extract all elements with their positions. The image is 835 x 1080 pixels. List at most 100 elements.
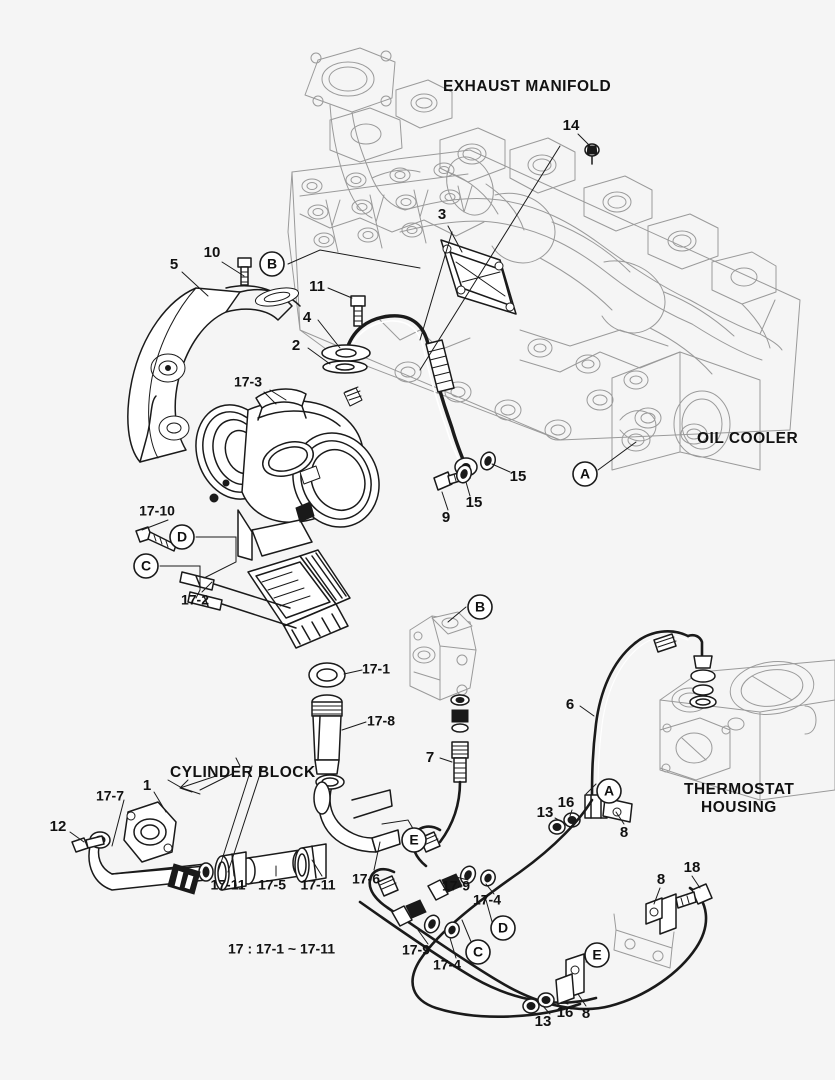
mark-e-bracket-marker: E [584,942,610,968]
part-label-17-10: 17-10 [139,503,175,519]
mark-a-clamp-letter: A [604,783,614,799]
part-label-13: 13 [535,1013,552,1030]
thermostat-housing [659,659,835,801]
part-label-17-11: 17-11 [210,877,245,893]
mark-e-bracket-circle [584,942,610,968]
mark-b-bracket-letter: B [475,599,485,615]
part-label-8: 8 [657,871,665,888]
mark-c-upper-letter: C [141,558,151,574]
part-label-9: 9 [442,509,450,526]
part-17-10-bolt [135,526,177,552]
part-label-17-3: 17-3 [234,374,262,390]
bracket-part-b [409,611,477,701]
part-2-washer [322,360,368,374]
connector-plug [167,863,201,895]
part-label-12: 12 [50,818,67,835]
mark-b-top-letter: B [267,256,277,272]
mark-c-upper-circle [133,553,159,579]
section-title-thermostat-housing-line1: THERMOSTAT [684,781,794,798]
mark-e-pipe-letter: E [409,832,418,848]
part-17-1-oring [308,662,346,688]
part-label-17-9: 17-9 [402,942,430,958]
part-label-17-1: 17-1 [362,661,390,677]
mark-c-line-circle [465,939,491,965]
part-17-9-unions [391,865,496,939]
mark-b-bracket-marker: B [467,594,493,620]
section-title-oil-cooler: OIL COOLER [697,430,798,447]
part-label-8: 8 [582,1005,590,1022]
part-1-flange [123,801,177,863]
bracket-part-8-lower [522,953,585,1014]
section-titles: EXHAUST MANIFOLD OIL COOLER CYLINDER BLOCK… [170,78,798,816]
part-label-3: 3 [438,206,446,223]
part-label-1: 1 [143,777,151,794]
mark-d-upper-marker: D [169,524,195,550]
mark-a-cooler-circle [572,461,598,487]
part-label-14: 14 [563,117,580,134]
part-label-15: 15 [510,468,527,485]
mark-b-top-circle [259,251,285,277]
part-label-17-9: 17-9 [442,878,470,894]
bracket-part-8-upper [613,893,677,969]
footnote-text: 17 : 17-1 ~ 17-11 [228,941,335,957]
part-label-13: 13 [537,804,554,821]
part-label-10: 10 [204,244,221,261]
part-18-bolt [675,883,713,909]
part-label-16: 16 [558,794,575,811]
part-7-fitting [438,694,470,844]
part-label-17-4: 17-4 [473,892,501,908]
part-label-17-5: 17-5 [258,877,286,893]
mark-d-line-letter: D [498,920,508,936]
cylinder-head [287,149,801,445]
part-label-18: 18 [684,859,701,876]
part-label-5: 5 [170,256,178,273]
part-label-17-4: 17-4 [433,957,461,973]
part-number-labels: 5 10 11 42 3 14 17-3 15 15 9 17-10 17-2 17-1 17-8 7 6 1 1… [50,117,701,1030]
turbocharger [195,386,380,649]
part-17-8-cartridge [311,694,343,775]
oil-cooler-housing [611,351,761,471]
section-title-exhaust-manifold: EXHAUST MANIFOLD [443,78,611,95]
part-label-17-11: 17-11 [300,877,335,893]
part-label-11: 11 [309,278,325,295]
mark-e-pipe-marker: E [401,827,427,853]
part-label-15: 15 [466,494,483,511]
section-title-thermostat-housing-line2: HOUSING [701,799,777,816]
mark-a-cooler-marker: A [572,461,598,487]
leader-lines [69,133,701,1015]
part-15-washers [455,451,497,484]
mark-b-bracket-circle [467,594,493,620]
part-11-bolt [350,295,366,327]
part-label-2: 2 [292,337,300,354]
section-title-cylinder-block: CYLINDER BLOCK [170,764,316,781]
mark-e-pipe-circle [401,827,427,853]
part-label-16: 16 [557,1004,574,1021]
part-label-4: 4 [303,309,312,326]
part-label-7: 7 [426,749,434,766]
part-17-6-elbow [313,774,401,853]
part-14-bolt [584,143,600,165]
mark-a-cooler-letter: A [580,466,590,482]
mark-d-line-marker: D [490,915,516,941]
mark-d-line-circle [490,915,516,941]
mark-b-top-marker: B [259,251,285,277]
water-hose-part-6 [590,630,717,802]
mark-c-line-marker: C [465,939,491,965]
exhaust-manifold [304,47,783,375]
part-label-17-6: 17-6 [352,871,380,887]
part-label-17-7: 17-7 [96,788,124,804]
part-label-8: 8 [620,824,628,841]
mark-c-line-letter: C [473,944,483,960]
heat-shield-part-5 [127,285,301,463]
part-10-bolt [237,257,252,286]
mark-c-upper-marker: C [133,553,159,579]
mark-e-bracket-letter: E [592,947,601,963]
mark-a-clamp-marker: A [596,778,622,804]
part-label-17-2: 17-2 [181,592,209,608]
mark-a-clamp-circle [596,778,622,804]
mark-d-upper-letter: D [177,529,187,545]
part-label-6: 6 [566,696,574,713]
part-label-17-8: 17-8 [367,713,395,729]
